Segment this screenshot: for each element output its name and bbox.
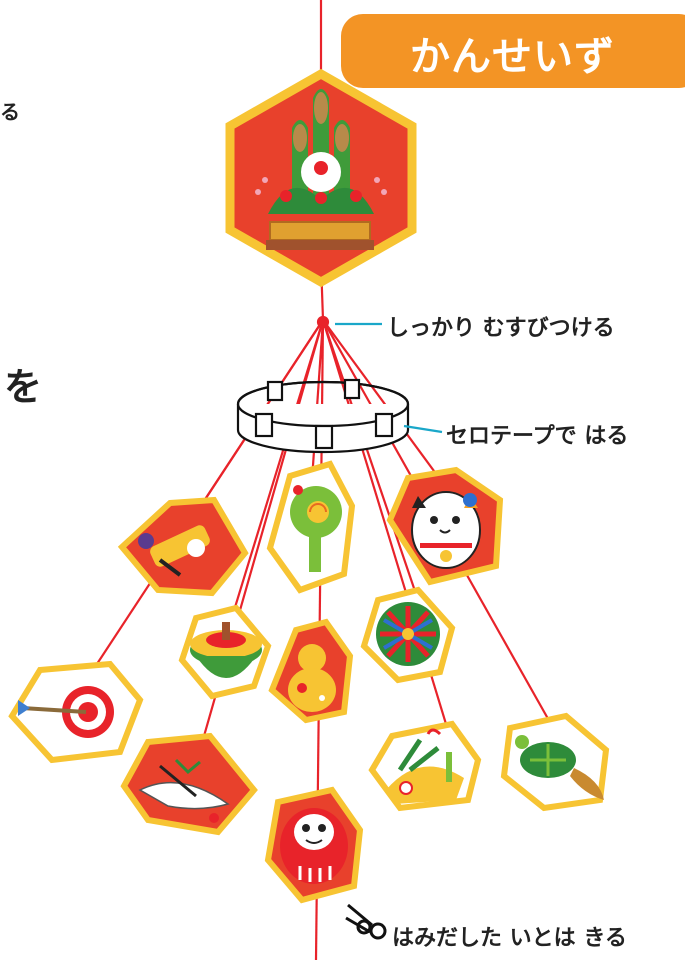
tie-tight-callout: しっかり むすびつける [387,316,615,341]
spinning-top-icon [178,604,272,700]
leader-lines [335,322,443,434]
edge-text-top: る [0,100,20,124]
cut-thread-callout: はみだした いとは きる [392,926,627,951]
tape-callout: セロテープで はる [446,424,629,449]
target-arrow-icon [8,660,144,764]
completed-figure-label: かんせいず [410,34,615,80]
gourd-icon [268,618,354,724]
turtle-icon [500,712,610,812]
temari-ball-icon [360,586,456,684]
edge-text-middle: を [4,365,43,409]
kadomatsu-icon [225,68,417,288]
treasure-pine-bamboo-icon [368,720,482,812]
tape-ring [236,378,410,454]
scissors-icon [345,903,387,940]
crane-icon [120,732,258,836]
completed-figure-badge [341,14,685,88]
hagoita-kite-icon [117,496,249,597]
daruma-icon [264,786,364,904]
maneki-neko-icon [386,466,504,586]
rattle-icon [266,460,356,594]
